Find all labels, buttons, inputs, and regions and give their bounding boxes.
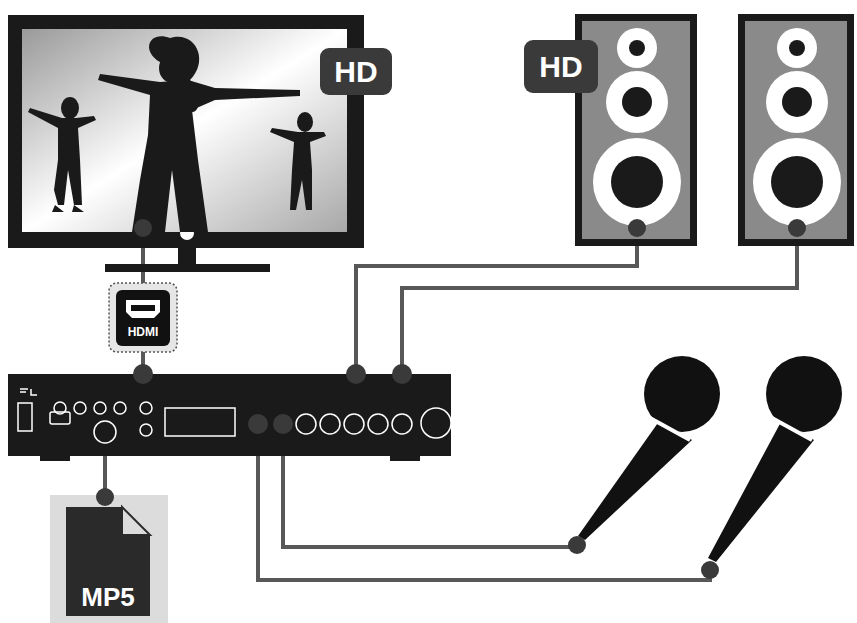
karaoke-player [8,364,451,461]
hdmi-icon [109,283,177,352]
hd-badge-text: HD [524,40,598,93]
file-icon [50,488,168,623]
speaker [738,14,854,246]
microphone [701,356,842,579]
hd-badge [320,48,392,95]
hd-badge-text: HD [320,48,392,95]
hd-badge [524,40,598,93]
connector-label: HDMI [116,322,170,342]
file-type-label: MP5 [66,580,150,614]
television [8,15,364,272]
microphone [568,356,720,554]
